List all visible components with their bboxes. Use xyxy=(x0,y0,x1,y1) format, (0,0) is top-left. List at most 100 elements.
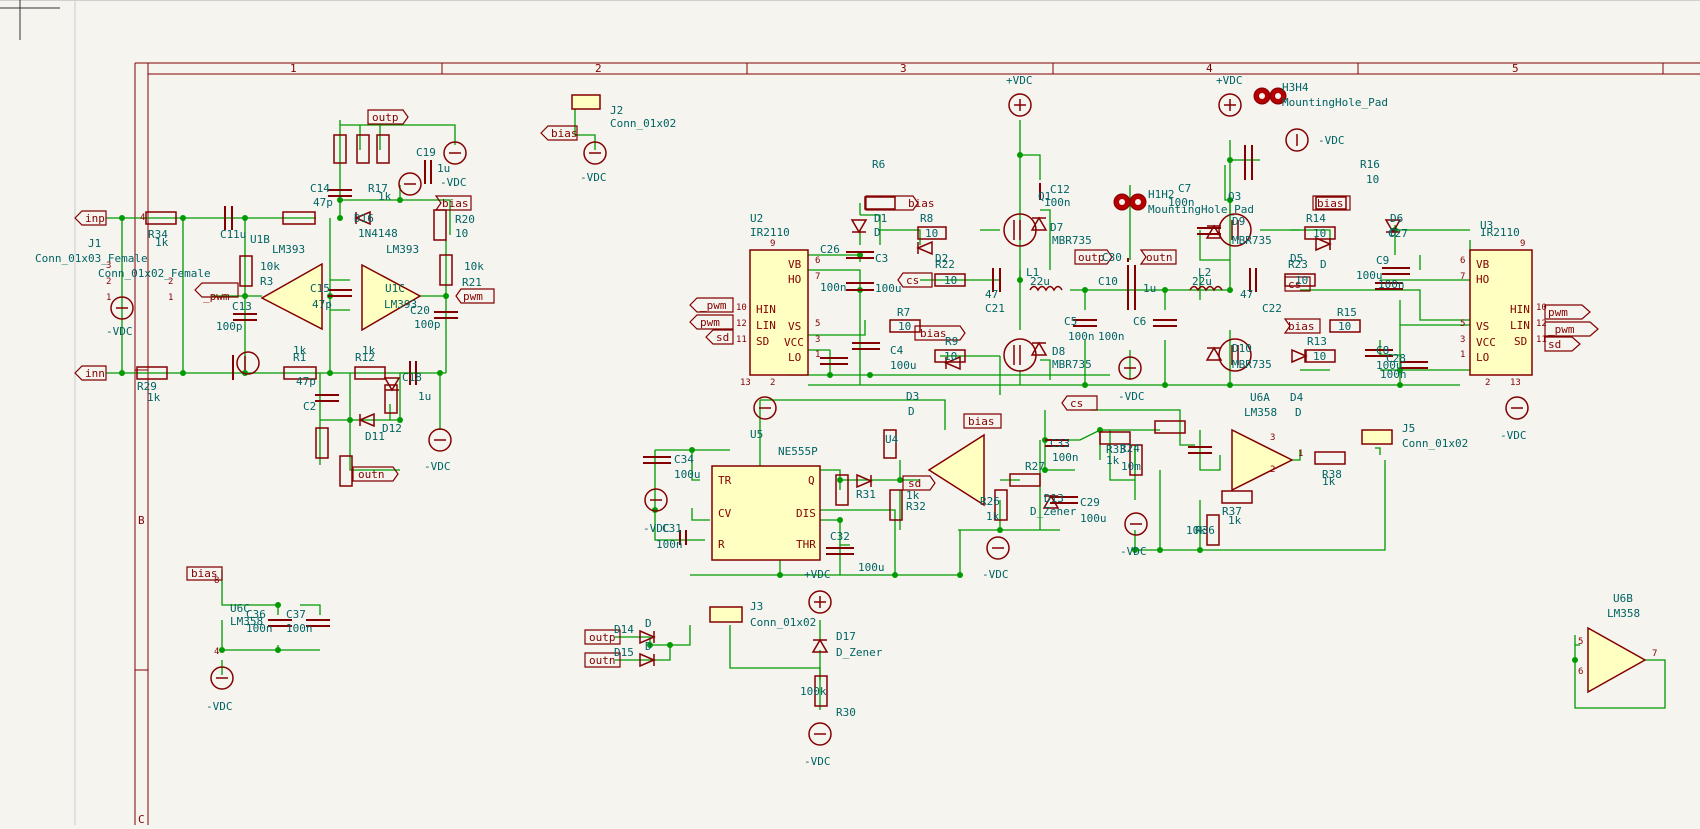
resistor-r25[interactable] xyxy=(883,429,897,459)
resistor-r24[interactable] xyxy=(1129,444,1143,476)
resistor-r11[interactable] xyxy=(339,455,353,487)
resistor-r34[interactable] xyxy=(145,211,177,225)
resistor-r38[interactable] xyxy=(1314,451,1346,465)
resistor-r33[interactable] xyxy=(1099,431,1131,445)
capacitor-c10[interactable] xyxy=(1127,265,1136,310)
resistor-r36[interactable] xyxy=(1206,514,1220,546)
capacitor-c22[interactable] xyxy=(1249,268,1257,292)
power-neg-2[interactable] xyxy=(583,141,607,165)
mosfet-q4[interactable] xyxy=(1218,338,1252,372)
diode-d17[interactable] xyxy=(811,638,829,653)
inductor-l2[interactable] xyxy=(1189,285,1223,292)
diode-d10[interactable] xyxy=(1205,346,1223,361)
resistor-r15[interactable] xyxy=(1329,319,1361,333)
resistor-r16b[interactable] xyxy=(384,384,398,414)
opamp-u6a[interactable] xyxy=(1231,428,1294,492)
resistor-r32[interactable] xyxy=(889,489,903,521)
diode-d1[interactable] xyxy=(850,219,868,234)
diode-d9[interactable] xyxy=(1205,224,1223,239)
resistor-r16[interactable] xyxy=(1315,196,1347,210)
diode-d11[interactable] xyxy=(358,412,375,428)
resistor-r22[interactable] xyxy=(934,273,966,287)
capacitor-c1[interactable] xyxy=(224,206,233,230)
capacitor-c31[interactable] xyxy=(679,530,687,545)
resistor-r10[interactable] xyxy=(315,427,329,459)
power-neg-4[interactable] xyxy=(398,172,422,196)
diode-d3[interactable] xyxy=(944,355,961,371)
power-neg-1[interactable] xyxy=(110,296,134,320)
power-neg-12[interactable] xyxy=(1124,512,1148,536)
capacitor-c12b[interactable] xyxy=(820,357,848,365)
power-neg-10[interactable] xyxy=(644,488,668,512)
resistor-r6[interactable] xyxy=(864,196,896,210)
mosfet-q2[interactable] xyxy=(1003,338,1037,372)
resistor-r3[interactable] xyxy=(239,255,253,287)
power-neg-11[interactable] xyxy=(986,536,1010,560)
resistor-r12[interactable] xyxy=(354,366,386,380)
resistor-r35[interactable] xyxy=(1154,420,1186,434)
opamp-u1b[interactable] xyxy=(260,262,323,331)
capacitor-c24[interactable] xyxy=(1244,145,1253,180)
ic-u3[interactable] xyxy=(1469,249,1533,376)
resistor-r31[interactable] xyxy=(835,474,849,506)
power-pos-1[interactable] xyxy=(1008,93,1032,117)
resistor-r29[interactable] xyxy=(136,366,168,380)
capacitor-c33[interactable] xyxy=(1045,439,1069,447)
resistor-r37[interactable] xyxy=(1221,490,1253,504)
capacitor-c35[interactable] xyxy=(1188,446,1212,454)
power-neg-5[interactable] xyxy=(428,428,452,452)
capacitor-c8[interactable] xyxy=(1365,349,1393,357)
capacitor-c9[interactable] xyxy=(1375,282,1403,290)
resistor-r26[interactable] xyxy=(994,489,1008,521)
ic-u2[interactable] xyxy=(749,249,809,376)
diode-d4[interactable] xyxy=(1291,348,1308,364)
capacitor-c28[interactable] xyxy=(1400,361,1428,369)
connector-j5[interactable] xyxy=(1361,429,1393,445)
capacitor-c36[interactable] xyxy=(268,619,292,627)
capacitor-c13[interactable] xyxy=(233,313,257,321)
capacitor-c26[interactable] xyxy=(846,251,874,259)
capacitor-c18[interactable] xyxy=(409,361,417,385)
mosfet-q1[interactable] xyxy=(1003,213,1037,247)
power-pos-3[interactable] xyxy=(808,590,832,614)
power-neg-3[interactable] xyxy=(443,141,467,165)
diode-d6[interactable] xyxy=(1384,219,1402,234)
capacitor-c20[interactable] xyxy=(434,311,458,319)
capacitor-c15[interactable] xyxy=(328,289,352,297)
resistor-r27[interactable] xyxy=(1009,473,1041,487)
diode-d15[interactable] xyxy=(639,652,656,668)
opamp-u1c[interactable] xyxy=(361,263,422,332)
capacitor-c4[interactable] xyxy=(852,342,880,350)
capacitor-c2[interactable] xyxy=(315,394,339,402)
connector-j2[interactable] xyxy=(571,94,601,110)
inductor-l1[interactable] xyxy=(1029,285,1063,292)
resistor-r21[interactable] xyxy=(439,254,453,286)
capacitor-c3[interactable] xyxy=(846,282,874,291)
ic-u5[interactable] xyxy=(711,465,821,561)
resistor-r20[interactable] xyxy=(433,209,447,241)
opamp-u6b[interactable] xyxy=(1587,626,1647,694)
diode-d12[interactable] xyxy=(383,377,401,392)
capacitor-c32[interactable] xyxy=(826,547,854,555)
capacitor-c21[interactable] xyxy=(992,268,1001,292)
diode-d5[interactable] xyxy=(1315,236,1332,252)
capacitor-c6[interactable] xyxy=(1153,319,1177,327)
mosfet-q5[interactable] xyxy=(236,351,260,375)
resistor-r2[interactable] xyxy=(282,211,316,225)
resistor-r18[interactable] xyxy=(356,134,370,164)
capacitor-c19[interactable] xyxy=(424,160,432,184)
diode-d2[interactable] xyxy=(916,240,933,256)
diode-d3b[interactable] xyxy=(856,473,873,489)
diode-d14[interactable] xyxy=(639,629,656,645)
capacitor-c37[interactable] xyxy=(306,619,330,627)
diode-d16[interactable] xyxy=(354,210,371,226)
connector-j3[interactable] xyxy=(709,606,743,623)
diode-d13[interactable] xyxy=(1042,494,1060,509)
power-neg-14[interactable] xyxy=(210,666,234,690)
resistor-r1[interactable] xyxy=(283,366,317,380)
resistor-r17[interactable] xyxy=(333,134,347,164)
resistor-r19[interactable] xyxy=(376,134,390,164)
opamp-u4[interactable] xyxy=(927,433,985,507)
power-pos-2[interactable] xyxy=(1218,93,1242,117)
capacitor-c5[interactable] xyxy=(1073,319,1097,327)
